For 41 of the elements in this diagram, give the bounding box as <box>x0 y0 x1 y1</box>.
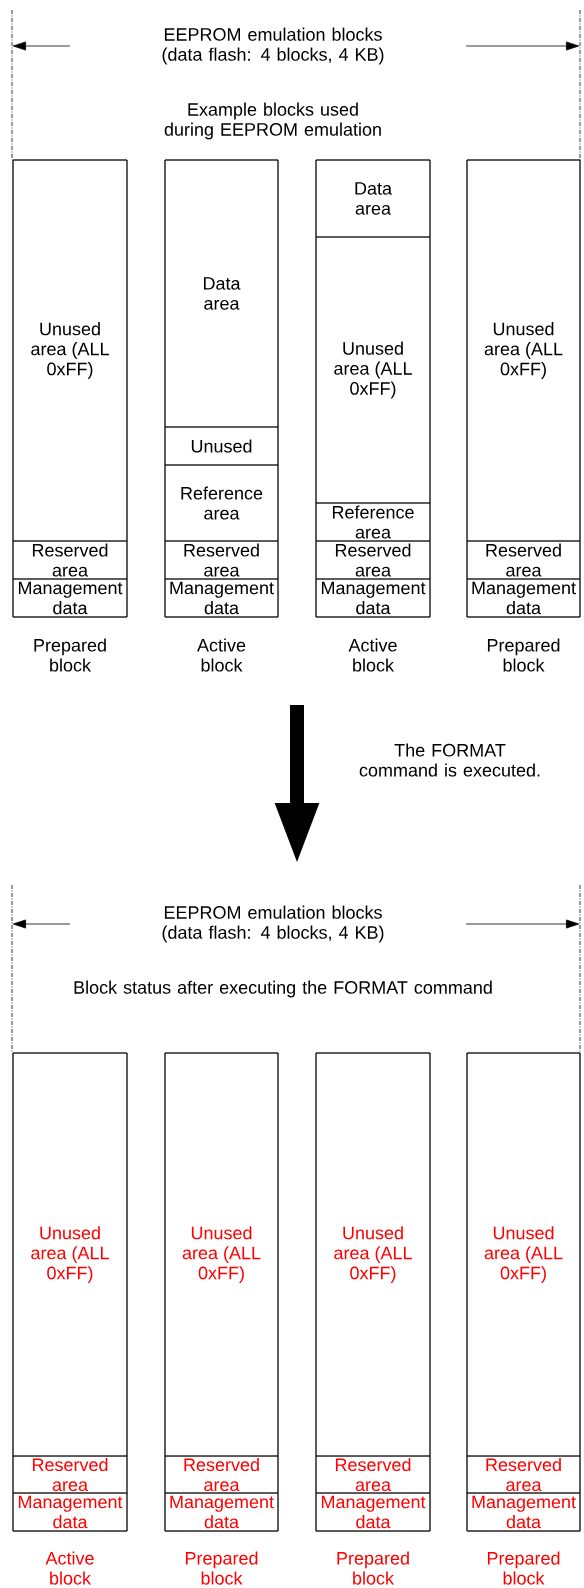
memory-area: Management data <box>12 578 128 618</box>
memory-area: Reserved area <box>466 540 581 580</box>
memory-area: Reserved area <box>12 540 128 580</box>
panel-title: Block status after executing the FORMAT command <box>74 980 492 998</box>
block-label: Active block <box>348 638 397 672</box>
block-label: Active block <box>45 1551 94 1585</box>
panel-title: Example blocks used during EEPROM emulation <box>164 102 381 140</box>
memory-area: Reserved area <box>315 1455 431 1494</box>
memory-area: Data area <box>315 159 431 238</box>
memory-area: Management data <box>164 1492 279 1532</box>
memory-area: Reserved area <box>164 540 279 580</box>
memory-area: Unused <box>164 426 279 466</box>
memory-area: Unused area (ALL 0xFF) <box>315 236 431 504</box>
memory-area: Management data <box>315 578 431 618</box>
memory-area: Reference area <box>164 464 279 542</box>
memory-area: Unused area (ALL 0xFF) <box>12 1052 128 1457</box>
memory-area: Reserved area <box>12 1455 128 1494</box>
memory-area: Reserved area <box>315 540 431 580</box>
block-label: Prepared block <box>487 1551 560 1585</box>
memory-area: Reserved area <box>466 1455 581 1494</box>
dimension-text: EEPROM emulation blocks (data flash: 4 blocks, 4 KB) <box>162 27 384 65</box>
memory-area: Unused area (ALL 0xFF) <box>315 1052 431 1457</box>
memory-area: Data area <box>164 159 279 428</box>
memory-area: Management data <box>466 1492 581 1532</box>
memory-area: Reference area <box>315 502 431 542</box>
memory-area: Unused area (ALL 0xFF) <box>466 1052 581 1457</box>
memory-area: Management data <box>466 578 581 618</box>
memory-area: Management data <box>12 1492 128 1532</box>
block-label: Prepared block <box>487 638 560 672</box>
note-text: The FORMAT command is executed. <box>359 743 540 777</box>
block-label: Prepared block <box>185 1551 258 1585</box>
memory-area: Management data <box>164 578 279 618</box>
memory-area: Unused area (ALL 0xFF) <box>466 159 581 542</box>
memory-area: Reserved area <box>164 1455 279 1494</box>
block-label: Prepared block <box>34 638 106 672</box>
memory-area: Unused area (ALL 0xFF) <box>12 159 128 542</box>
dimension-text: EEPROM emulation blocks (data flash: 4 blocks, 4 KB) <box>162 905 384 943</box>
memory-area: Unused area (ALL 0xFF) <box>164 1052 279 1457</box>
memory-area: Management data <box>315 1492 431 1532</box>
block-label: Active block <box>197 638 246 672</box>
block-label: Prepared block <box>337 1551 409 1585</box>
